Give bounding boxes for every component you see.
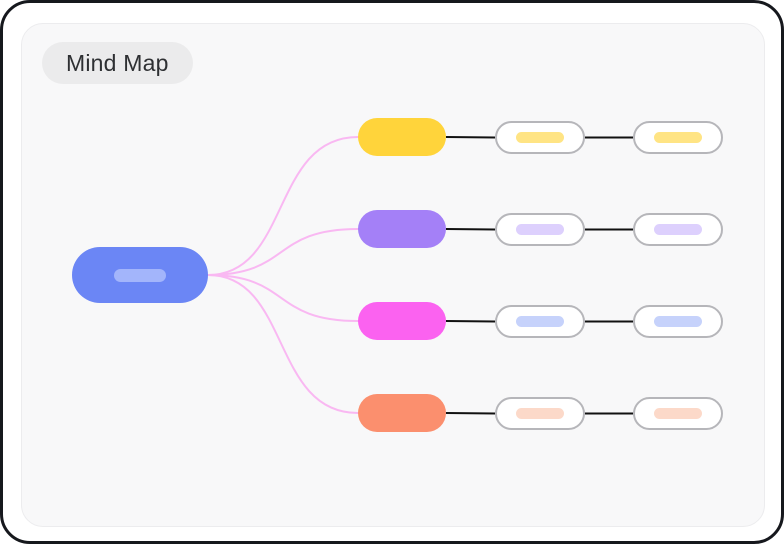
mind-map-leaf-node-4-1[interactable] bbox=[495, 397, 585, 430]
connector-branch-2-leaf-1 bbox=[445, 228, 496, 231]
mind-map-branch-node-1[interactable] bbox=[358, 118, 446, 156]
connector-branch-4-leaf-1 bbox=[445, 412, 496, 415]
mind-map-leaf-node-1-1-label-placeholder bbox=[516, 132, 564, 143]
mind-map-leaf-node-4-2-label-placeholder bbox=[654, 408, 702, 419]
mind-map-leaf-node-2-2[interactable] bbox=[633, 213, 723, 246]
mind-map-root-node[interactable] bbox=[72, 247, 208, 303]
mind-map-root-node-label-placeholder bbox=[114, 268, 166, 282]
mind-map-leaf-node-2-2-label-placeholder bbox=[654, 224, 702, 235]
page-title-chip: Mind Map bbox=[42, 42, 193, 84]
mind-map-leaf-node-3-1[interactable] bbox=[495, 305, 585, 338]
page-title: Mind Map bbox=[66, 49, 169, 76]
mind-map-branch-node-3[interactable] bbox=[358, 302, 446, 340]
mind-map-leaf-node-4-2[interactable] bbox=[633, 397, 723, 430]
mind-map-leaf-node-1-2[interactable] bbox=[633, 121, 723, 154]
mind-map-leaf-node-1-2-label-placeholder bbox=[654, 132, 702, 143]
connector-branch-3-leaf-1 bbox=[445, 320, 496, 323]
mind-map-leaf-node-2-1[interactable] bbox=[495, 213, 585, 246]
mind-map-leaf-node-1-1[interactable] bbox=[495, 121, 585, 154]
mind-map-leaf-node-2-1-label-placeholder bbox=[516, 224, 564, 235]
connector-branch-1-leaf-1 bbox=[445, 136, 496, 139]
mind-map-leaf-node-4-1-label-placeholder bbox=[516, 408, 564, 419]
mind-map-branch-node-2[interactable] bbox=[358, 210, 446, 248]
mind-map-branch-node-4[interactable] bbox=[358, 394, 446, 432]
connector-root-to-branch-4 bbox=[207, 274, 359, 414]
mind-map-leaf-node-3-1-label-placeholder bbox=[516, 316, 564, 327]
mind-map-canvas[interactable]: Mind Map bbox=[21, 23, 765, 527]
connector-root-to-branch-3 bbox=[207, 274, 359, 322]
connector-root-to-branch-2 bbox=[207, 228, 359, 276]
mind-map-leaf-node-3-2[interactable] bbox=[633, 305, 723, 338]
connector-root-to-branch-1 bbox=[207, 136, 359, 276]
mind-map-leaf-node-3-2-label-placeholder bbox=[654, 316, 702, 327]
